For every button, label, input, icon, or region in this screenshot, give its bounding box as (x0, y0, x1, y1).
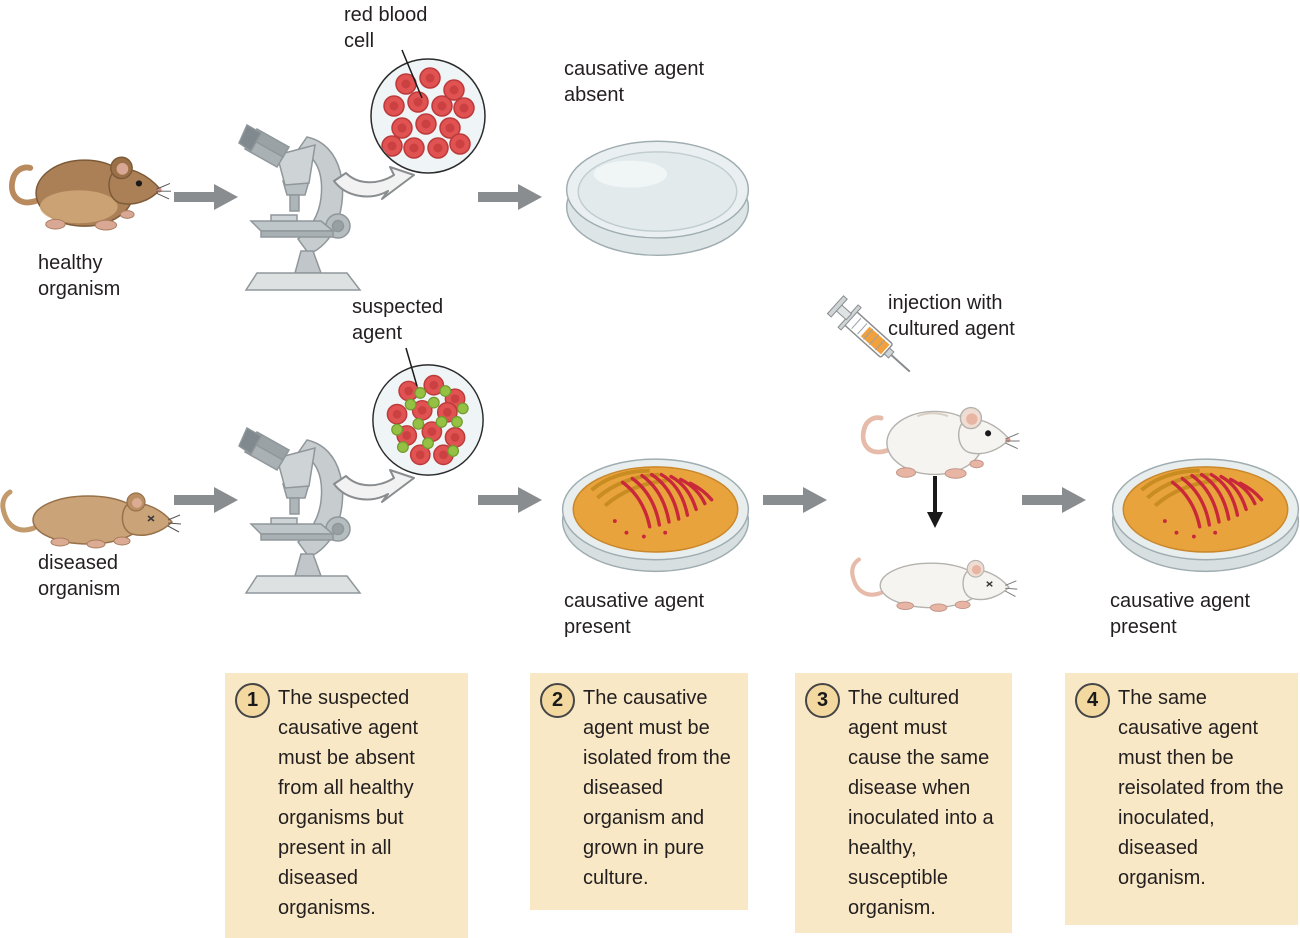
arrow-right-icon (1022, 487, 1086, 513)
arrow-right-icon (478, 487, 542, 513)
arrow-right-icon (478, 184, 542, 210)
diseased-mouse-illustration (0, 489, 182, 549)
postulate-text: The same causative agent must then be re… (1118, 687, 1284, 889)
postulate-text: The cultured agent must cause the same d… (848, 687, 994, 919)
healthy-mouse-illustration (9, 156, 171, 231)
curved-arrow-icon (333, 166, 415, 200)
postulate-number-badge: 2 (540, 683, 575, 718)
microscope-icon (238, 123, 362, 291)
postulate-number-badge: 1 (235, 683, 270, 718)
postulate-text: The suspected causative agent must be ab… (278, 687, 419, 919)
causative-agent-present-label: causative agent present (564, 590, 705, 639)
red-blood-cell-inset (370, 58, 486, 174)
postulate-box-2: 2 The causative agent must be isolated f… (530, 673, 748, 910)
postulate-box-3: 3 The cultured agent must cause the same… (795, 673, 1012, 933)
postulate-box-4: 4 The same causative agent must then be … (1065, 673, 1298, 925)
suspected-agent-inset (372, 364, 484, 476)
petri-dish-empty-icon (565, 140, 750, 257)
diseased-organism-label: diseased organism (38, 552, 121, 601)
arrow-right-icon (174, 184, 238, 210)
postulate-text: The causative agent must be isolated fro… (583, 687, 731, 889)
curved-arrow-icon (333, 469, 415, 503)
causative-agent-absent-label: causative agent absent (564, 58, 705, 107)
dead-mouse-illustration (850, 557, 1018, 612)
arrow-down-icon (927, 476, 943, 528)
pointer-line (401, 49, 423, 99)
suspected-agent-label: suspected agent (352, 296, 444, 345)
postulate-number-badge: 3 (805, 683, 840, 718)
injection-label: injection with cultured agent (888, 292, 1015, 341)
pointer-line (405, 347, 418, 387)
injected-mouse-illustration (860, 406, 1020, 479)
causative-agent-present-label: causative agent present (1110, 590, 1251, 639)
red-blood-cell-label: red blood cell (344, 4, 428, 53)
arrow-right-icon (174, 487, 238, 513)
microscope-icon (238, 426, 362, 594)
syringe-icon (826, 295, 911, 373)
arrow-right-icon (763, 487, 827, 513)
postulate-number-badge: 4 (1075, 683, 1110, 718)
petri-dish-culture-icon (1111, 458, 1300, 573)
petri-dish-culture-icon (561, 458, 750, 573)
postulate-box-1: 1 The suspected causative agent must be … (225, 673, 468, 938)
healthy-organism-label: healthy organism (38, 252, 121, 301)
